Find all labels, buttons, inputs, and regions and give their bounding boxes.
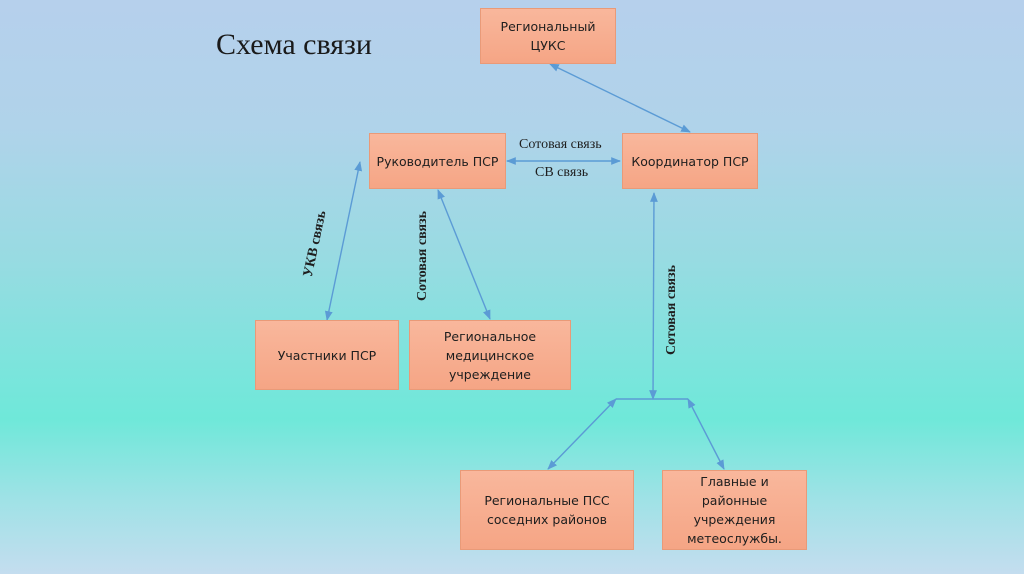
arrow-leader-participants <box>324 161 363 321</box>
node-regional-medical: Региональное медицинское учреждение <box>409 320 571 390</box>
node-regional-cuks: Региональный ЦУКС <box>480 8 616 64</box>
edge-label-sv: СВ связь <box>535 165 589 180</box>
edge-label-cellular-branch: Сотовая связь <box>664 264 680 356</box>
node-psr-leader: Руководитель ПСР <box>369 133 506 189</box>
edge-label-cellular-top: Сотовая связь <box>519 137 602 152</box>
arrow-coordinator-branch <box>649 192 658 400</box>
arrow-leader-medical <box>437 189 491 320</box>
node-regional-pss: Региональные ПСС соседних районов <box>460 470 634 550</box>
slide-title: Схема связи <box>216 28 372 61</box>
arrow-cuks-coordinator <box>549 63 691 133</box>
arrow-branch-pss <box>547 398 617 470</box>
node-psr-participants: Участники ПСР <box>255 320 399 390</box>
node-psr-coordinator: Координатор ПСР <box>622 133 758 189</box>
node-meteo: Главные и районные учреждения метеослужб… <box>662 470 807 550</box>
edge-label-cellular-medical: Сотовая связь <box>415 210 431 302</box>
arrow-branch-meteo <box>687 398 725 470</box>
